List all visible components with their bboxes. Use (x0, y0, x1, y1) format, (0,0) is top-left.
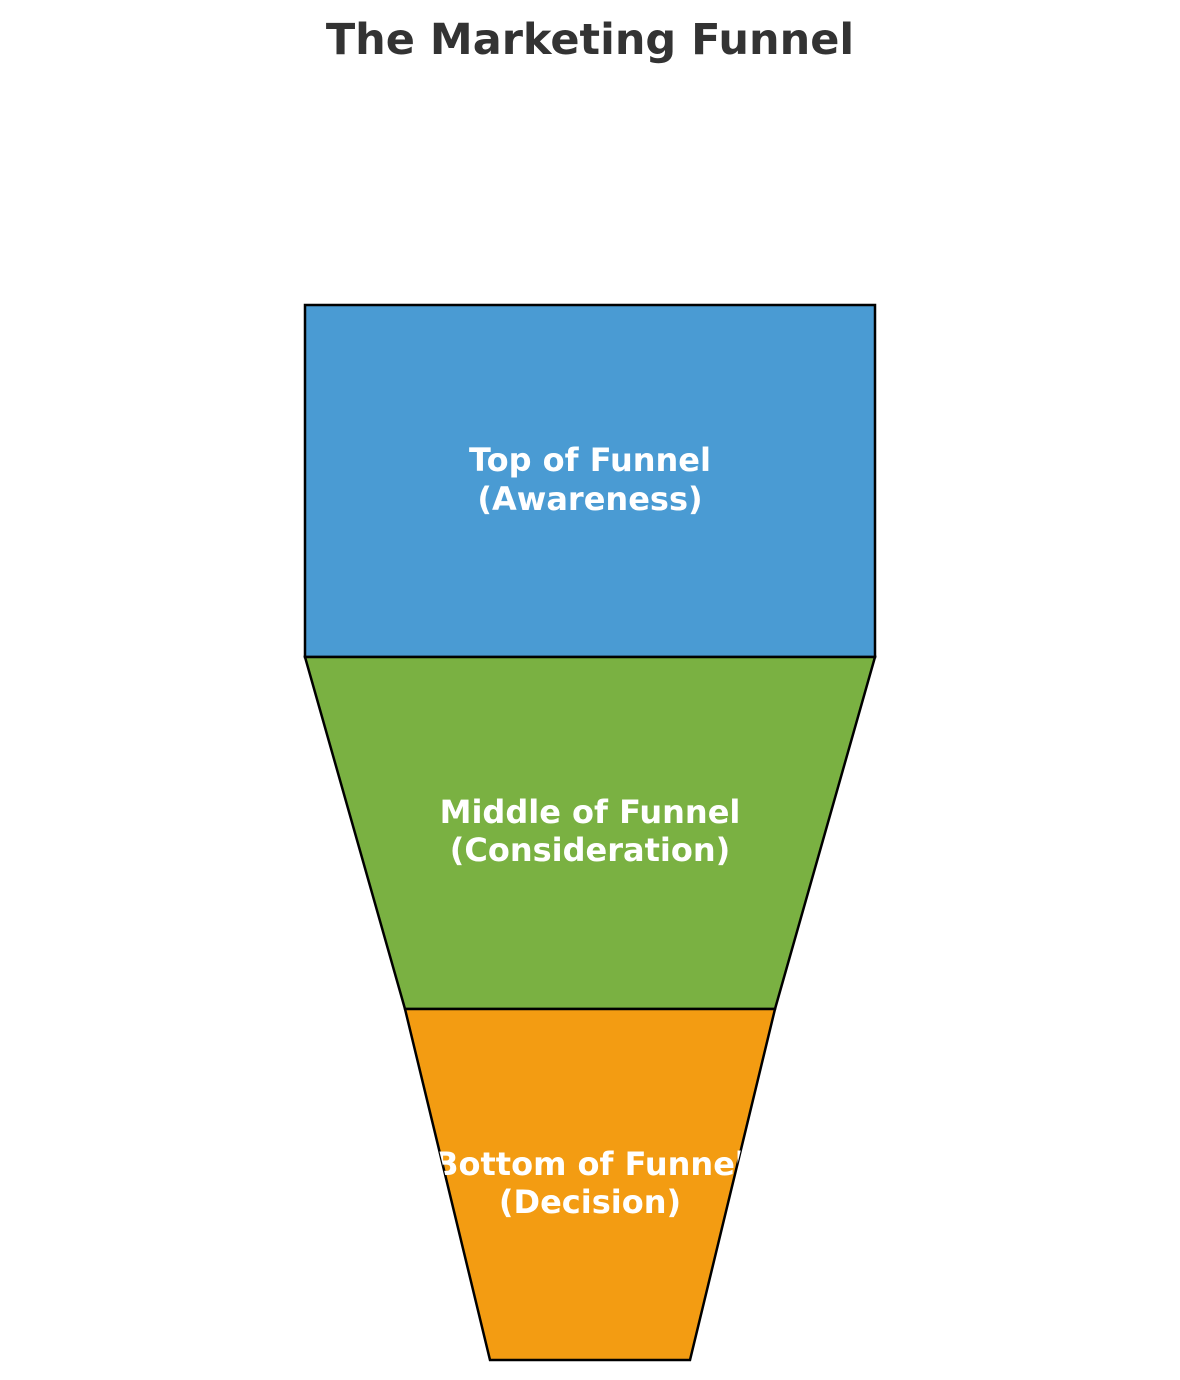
funnel-stage-middle: Middle of Funnel (Consideration) (303, 655, 877, 1011)
funnel-stage-bottom-subtitle: (Decision) (499, 1183, 681, 1221)
funnel-stage-top-subtitle: (Awareness) (477, 480, 702, 518)
funnel-stage-middle-name: Middle of Funnel (440, 793, 741, 831)
funnel-stage-bottom-shape (403, 1007, 777, 1362)
funnel-stage-middle-subtitle: (Consideration) (450, 831, 731, 869)
funnel-stage-bottom: Bottom of Funnel (Decision) (403, 1007, 777, 1362)
funnel-stage-top: Top of Funnel (Awareness) (303, 303, 877, 659)
funnel-stage-bottom-name: Bottom of Funnel (434, 1145, 746, 1183)
funnel-stage-top-name: Top of Funnel (469, 441, 711, 479)
diagram-title: The Marketing Funnel (325, 15, 855, 65)
